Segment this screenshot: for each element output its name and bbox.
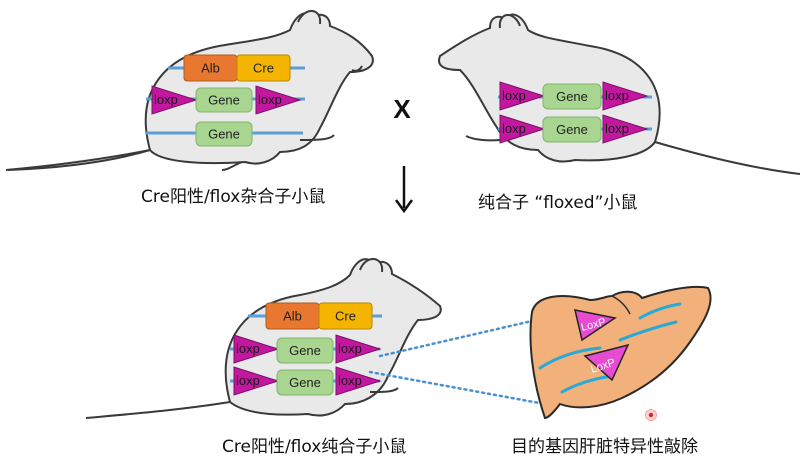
gene-box: Gene <box>276 337 334 364</box>
cross-symbol: X <box>393 94 411 124</box>
mouse-cre-positive-homozygous: Alb Cre loxp Gene loxp loxp Gene loxp <box>85 258 442 419</box>
loxp-site: loxp <box>335 334 382 364</box>
gene-box: Gene <box>542 116 602 143</box>
svg-text:Alb: Alb <box>201 61 220 76</box>
gene-box: Gene <box>195 87 253 113</box>
loxp-site: loxp <box>233 334 280 364</box>
loxp-site-liver: LoxP <box>583 343 630 382</box>
svg-text:Gene: Gene <box>208 93 240 108</box>
svg-text:LoxP: LoxP <box>580 316 607 334</box>
liver-lobe-line <box>611 295 631 315</box>
mouse-ear <box>297 10 322 25</box>
svg-text:Gene: Gene <box>289 343 321 358</box>
svg-text:loxp: loxp <box>502 121 526 136</box>
callout-dotted-line <box>368 370 552 407</box>
mouse-snout <box>351 65 363 72</box>
caption-cre-positive-heterozygous: Cre阳性/flox杂合子小鼠 <box>141 187 326 207</box>
alb-promoter-box: Alb <box>265 302 320 330</box>
svg-text:loxp: loxp <box>605 121 629 136</box>
svg-text:Cre: Cre <box>335 309 356 324</box>
svg-text:Gene: Gene <box>208 127 240 142</box>
svg-text:Alb: Alb <box>283 309 302 324</box>
mouse-hind-foot <box>221 161 243 171</box>
mouse-tail <box>5 149 151 171</box>
mouse-body <box>224 258 442 417</box>
caption-liver-specific-knockout: 目的基因肝脏特异性敲除 <box>511 437 698 457</box>
svg-text:Gene: Gene <box>556 122 588 137</box>
loxp-site: loxp <box>151 85 198 115</box>
mouse-ear <box>359 258 384 273</box>
mouse-cre-positive-heterozygous: Alb Cre loxp Gene loxp Gene <box>5 10 374 171</box>
svg-text:loxp: loxp <box>338 373 362 388</box>
red-marker-dot <box>645 409 657 421</box>
liver-illustration: LoxP LoxP <box>529 285 712 420</box>
caption-floxed-homozygous: 纯合子 “floxed”小鼠 <box>478 193 638 213</box>
mouse-front-paw <box>369 387 399 393</box>
mouse-front-paw <box>465 135 501 142</box>
caption-cre-positive-homozygous: Cre阳性/flox纯合子小鼠 <box>222 437 407 457</box>
loxp-site: loxp <box>499 81 546 111</box>
loxp-site: loxp <box>233 366 280 396</box>
cre-box: Cre <box>236 54 291 82</box>
loxp-site: loxp <box>602 114 649 144</box>
svg-text:loxp: loxp <box>154 92 178 107</box>
svg-text:Gene: Gene <box>289 375 321 390</box>
liver-vessel <box>538 346 602 370</box>
mouse-body <box>7 12 374 171</box>
svg-text:loxp: loxp <box>338 341 362 356</box>
cre-box: Cre <box>318 302 373 330</box>
gene-box: Gene <box>276 369 334 396</box>
mouse-tail <box>85 401 231 419</box>
svg-text:loxp: loxp <box>236 341 260 356</box>
gene-box: Gene <box>542 83 602 110</box>
alb-promoter-box: Alb <box>183 54 238 82</box>
down-arrow <box>394 166 414 214</box>
mouse-tail <box>654 141 801 175</box>
gene-box: Gene <box>195 121 253 147</box>
mouse-front-paw <box>299 134 335 141</box>
svg-text:loxp: loxp <box>258 92 282 107</box>
svg-text:loxp: loxp <box>502 88 526 103</box>
liver-vessel <box>638 302 682 320</box>
loxp-site: loxp <box>255 85 302 115</box>
loxp-site: loxp <box>335 366 382 396</box>
mouse-floxed-homozygous: loxp Gene loxp loxp Gene loxp <box>438 13 801 175</box>
callout-dotted-line <box>378 316 547 358</box>
liver-vessel <box>618 320 678 342</box>
svg-text:Cre: Cre <box>253 61 274 76</box>
loxp-site-liver: LoxP <box>574 309 617 342</box>
loxp-site: loxp <box>499 114 546 144</box>
svg-text:loxp: loxp <box>236 373 260 388</box>
svg-text:loxp: loxp <box>605 88 629 103</box>
mouse-ear <box>498 14 521 29</box>
loxp-site: loxp <box>602 81 649 111</box>
svg-text:Gene: Gene <box>556 89 588 104</box>
